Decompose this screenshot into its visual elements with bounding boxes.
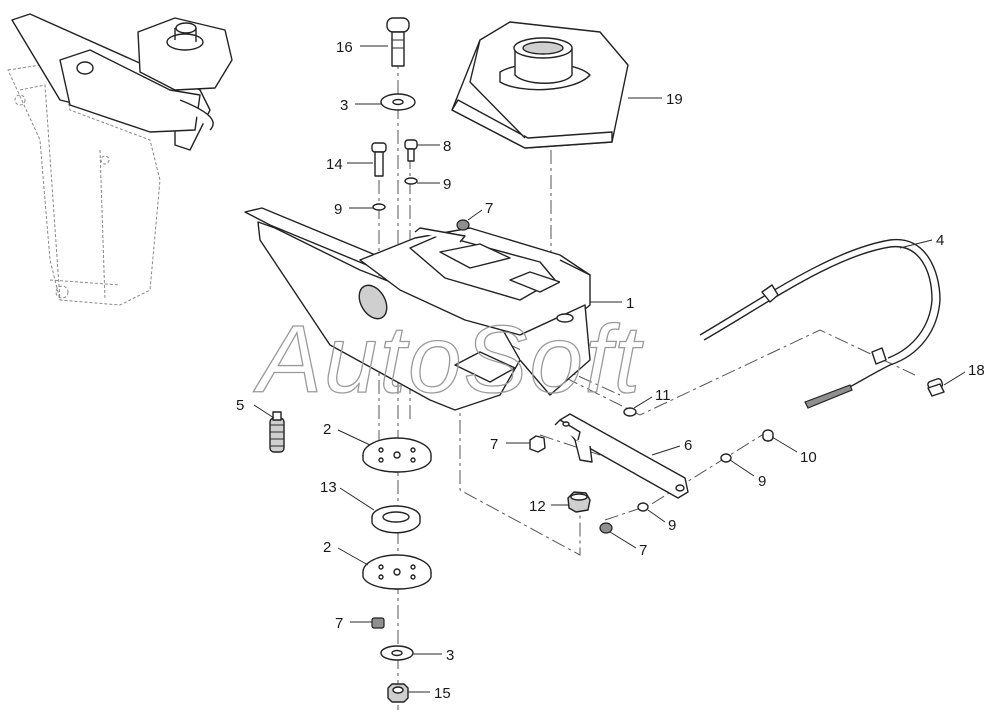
washer-9-top bbox=[404, 177, 418, 185]
bolt-8 bbox=[404, 139, 418, 162]
inset-overview bbox=[7, 13, 233, 306]
washer-9-lower bbox=[637, 502, 649, 512]
callout-3-top: 3 bbox=[340, 97, 348, 114]
callout-9-left: 9 bbox=[334, 201, 342, 218]
callout-2-lower: 2 bbox=[323, 539, 331, 556]
callout-7-bottom-left: 7 bbox=[335, 615, 343, 632]
callout-5: 5 bbox=[236, 397, 244, 414]
callout-11: 11 bbox=[655, 387, 671, 404]
callout-12: 12 bbox=[529, 498, 546, 515]
callout-6: 6 bbox=[684, 437, 692, 454]
callout-8: 8 bbox=[443, 138, 451, 155]
nut-7-bottom-left bbox=[371, 617, 385, 629]
callout-18: 18 bbox=[968, 362, 985, 379]
callout-7-lower: 7 bbox=[639, 542, 647, 559]
nut-15 bbox=[387, 683, 409, 703]
callout-9-top: 9 bbox=[443, 176, 451, 193]
callout-13: 13 bbox=[320, 479, 337, 496]
callout-9-right: 9 bbox=[758, 473, 766, 490]
disc-2-upper bbox=[362, 437, 432, 473]
washer-9-right bbox=[720, 453, 732, 463]
callout-19: 19 bbox=[666, 91, 683, 108]
callout-labels: 16 3 19 14 8 9 9 7 4 1 18 5 11 2 7 6 10 … bbox=[236, 39, 985, 702]
nut-7-top bbox=[456, 219, 470, 231]
spacer-10 bbox=[762, 429, 774, 442]
cover-19 bbox=[451, 21, 629, 149]
wire-rod-4 bbox=[699, 238, 941, 409]
callout-4: 4 bbox=[936, 232, 944, 249]
callout-15: 15 bbox=[434, 685, 451, 702]
lever-6 bbox=[554, 413, 689, 499]
callout-leaders bbox=[253, 45, 966, 693]
watermark-text: AutoSoft bbox=[253, 306, 644, 413]
callout-3-bottom: 3 bbox=[446, 647, 454, 664]
bolt-14 bbox=[371, 142, 387, 177]
callout-2-upper: 2 bbox=[323, 421, 331, 438]
callout-7-top: 7 bbox=[485, 200, 493, 217]
washer-3-top bbox=[380, 93, 416, 111]
nut-12 bbox=[567, 491, 591, 513]
bolt-16 bbox=[386, 17, 410, 67]
callout-1: 1 bbox=[626, 295, 634, 312]
ring-13 bbox=[371, 505, 421, 534]
disc-2-lower bbox=[362, 554, 432, 590]
nut-7-lower bbox=[599, 522, 613, 534]
screw-18 bbox=[927, 377, 945, 397]
main-bracket bbox=[244, 207, 591, 411]
callout-10: 10 bbox=[800, 449, 817, 466]
callout-7-middle: 7 bbox=[490, 436, 498, 453]
washer-3-bottom bbox=[380, 645, 414, 661]
stud-5 bbox=[269, 411, 285, 453]
washer-9-left bbox=[372, 203, 386, 211]
nut-7-middle bbox=[529, 435, 546, 453]
washer-11 bbox=[623, 407, 637, 417]
callout-14: 14 bbox=[326, 156, 343, 173]
callout-9-lower: 9 bbox=[668, 517, 676, 534]
callout-16: 16 bbox=[336, 39, 353, 56]
